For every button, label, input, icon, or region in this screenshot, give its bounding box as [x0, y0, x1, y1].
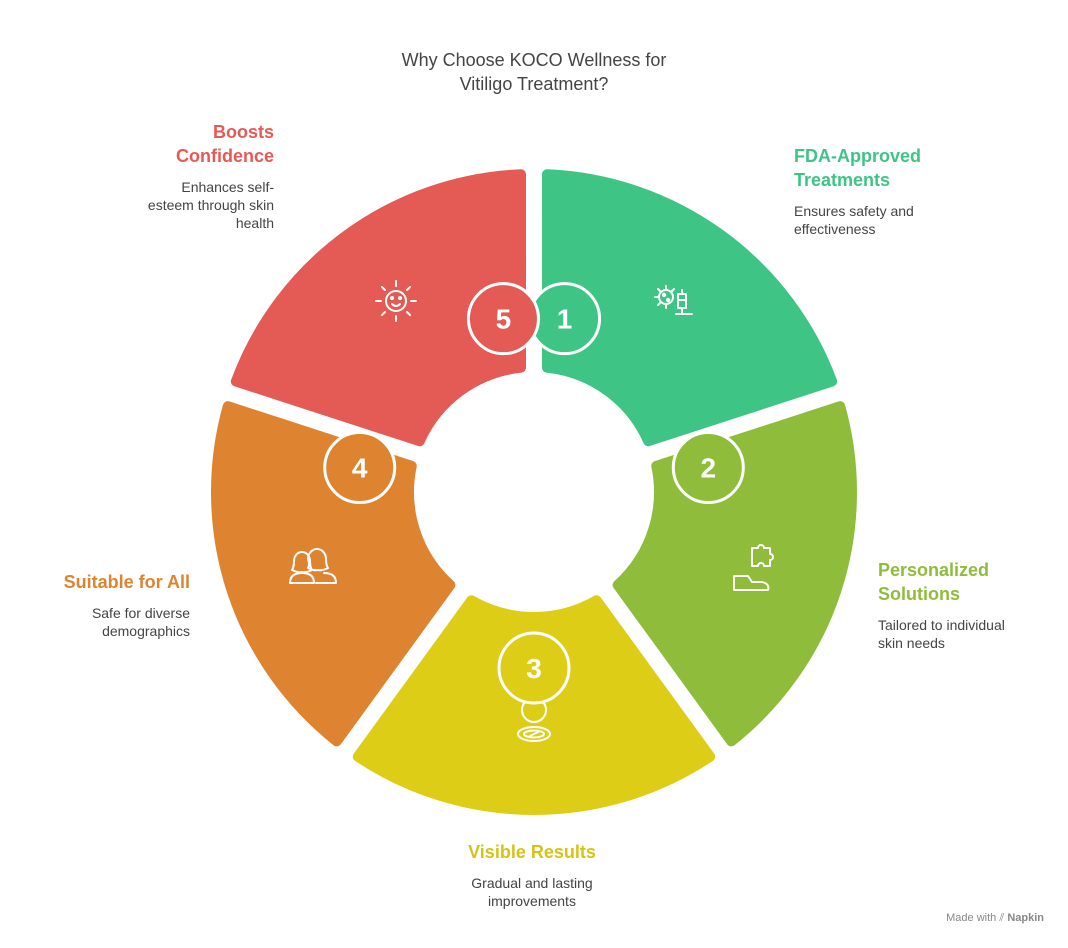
label-visible-results: Visible Results Gradual and lasting impr… — [417, 840, 647, 910]
segment-5-description: Enhances self- esteem through skin healt… — [44, 178, 274, 232]
footer-prefix: Made with — [946, 912, 997, 924]
segment-4-description-line-2: demographics — [102, 623, 190, 639]
number-badge-5: 5 — [466, 282, 540, 356]
number-badge-1: 1 — [528, 282, 602, 356]
label-personalized-solutions: Personalized Solutions Tailored to indiv… — [878, 558, 1068, 652]
segment-3-heading-line-1: Visible Results — [468, 842, 596, 862]
segment-1-heading-line-2: Treatments — [794, 170, 891, 190]
segment-4-heading-line-1: Suitable for All — [63, 572, 190, 592]
label-fda-approved: FDA-Approved Treatments Ensures safety a… — [794, 144, 1024, 238]
hand-puzzle-icon — [733, 544, 774, 591]
badge-circle — [466, 282, 540, 356]
segment-fda-approved — [541, 169, 838, 447]
title-line-1: Why Choose KOCO Wellness for — [401, 50, 667, 70]
made-with-napkin-footer: Made with ⫽ Napkin — [946, 912, 1044, 925]
segment-5-heading-line-2: Confidence — [175, 146, 274, 166]
segment-1-heading-line-1: FDA-Approved — [794, 146, 921, 166]
number-badge-2: 2 — [671, 431, 745, 505]
label-suitable-for-all: Suitable for All Safe for diverse demogr… — [0, 570, 190, 640]
segment-1-heading: FDA-Approved Treatments — [794, 144, 1024, 192]
segment-3-description-line-2: improvements — [488, 893, 576, 909]
number-badge-3: 3 — [497, 631, 571, 705]
segment-4-description: Safe for diverse demographics — [0, 604, 190, 640]
label-boosts-confidence: Boosts Confidence Enhances self- esteem … — [44, 120, 274, 232]
segment-visible-results — [352, 595, 716, 815]
segment-4-description-line-1: Safe for diverse — [91, 605, 190, 621]
segment-1-description: Ensures safety and effectiveness — [794, 202, 1024, 238]
icons-layer — [289, 280, 774, 742]
segments-layer — [211, 169, 857, 815]
segment-2-heading-line-2: Solutions — [878, 584, 960, 604]
segment-3-description: Gradual and lasting improvements — [417, 874, 647, 910]
two-people-icon — [289, 548, 337, 584]
segment-2-heading: Personalized Solutions — [878, 558, 1068, 606]
badge-circle — [323, 431, 397, 505]
segment-5-heading: Boosts Confidence — [44, 120, 274, 168]
badge-number: 1 — [557, 304, 573, 335]
badge-number: 4 — [352, 453, 368, 484]
badges-layer: 1 2 3 4 5 — [323, 282, 745, 705]
napkin-logo-icon: ⫽ — [999, 912, 1005, 924]
segment-2-description: Tailored to individual skin needs — [878, 616, 1068, 652]
badge-number: 3 — [526, 653, 542, 684]
segment-2-description-line-2: skin needs — [878, 635, 945, 651]
smiling-sun-icon — [375, 280, 417, 322]
segment-5-description-line-1: Enhances self- — [181, 179, 274, 195]
segment-4-heading: Suitable for All — [0, 570, 190, 594]
segment-5-description-line-2: esteem through skin — [147, 197, 274, 213]
segment-3-heading: Visible Results — [417, 840, 647, 864]
segment-2-heading-line-1: Personalized — [878, 560, 990, 580]
badge-circle — [497, 631, 571, 705]
segment-boosts-confidence — [230, 169, 527, 447]
badge-number: 5 — [496, 304, 512, 335]
segment-3-description-line-1: Gradual and lasting — [471, 875, 593, 891]
badge-circle — [671, 431, 745, 505]
segment-1-description-line-2: effectiveness — [794, 221, 876, 237]
diagram-title: Why Choose KOCO Wellness for Vitiligo Tr… — [0, 48, 1068, 96]
segment-personalized-solutions — [612, 401, 857, 747]
footer-brand: Napkin — [1007, 912, 1044, 924]
sun-virus-syringe-icon — [654, 285, 693, 315]
segment-1-description-line-1: Ensures safety and — [794, 203, 914, 219]
title-line-2: Vitiligo Treatment? — [459, 74, 609, 94]
badge-number: 2 — [700, 453, 716, 484]
segment-2-description-line-1: Tailored to individual — [878, 617, 1005, 633]
segment-5-description-line-3: health — [235, 215, 274, 231]
number-badge-4: 4 — [323, 431, 397, 505]
segment-suitable-for-all — [211, 401, 456, 747]
segment-5-heading-line-1: Boosts — [212, 122, 274, 142]
